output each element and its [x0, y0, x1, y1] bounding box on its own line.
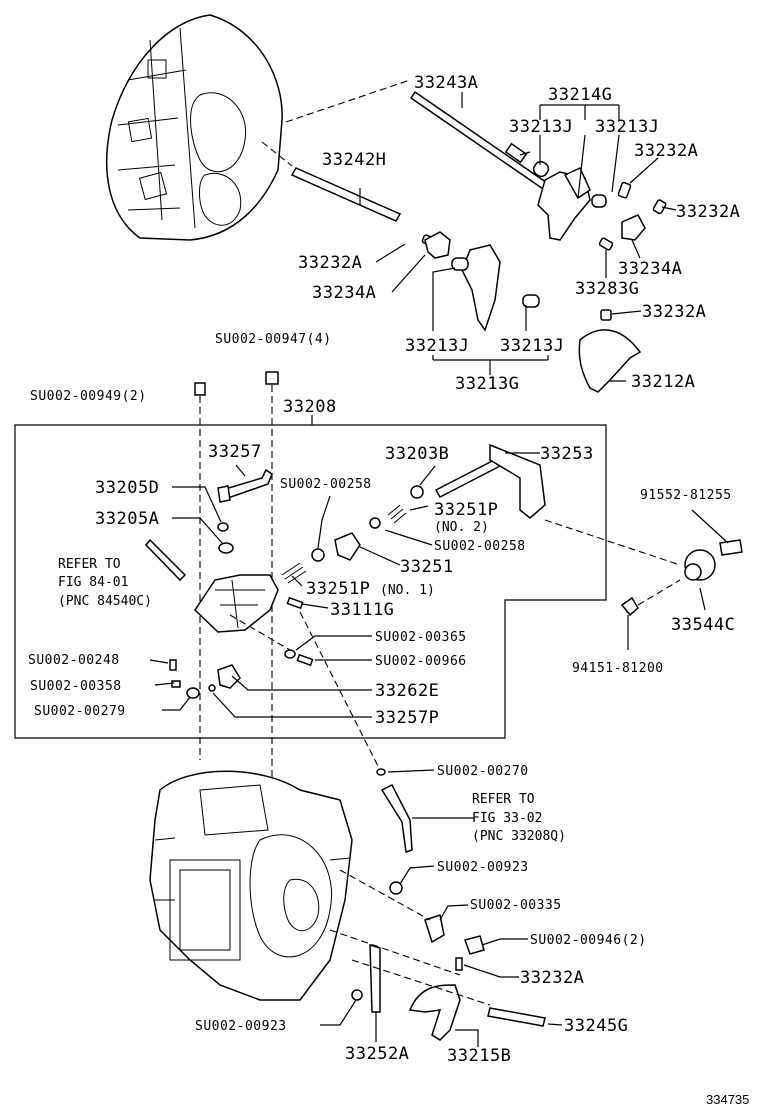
label-no2: (NO. 2) — [434, 520, 489, 535]
label-33232A: 33232A — [634, 141, 698, 161]
label-33111G: 33111G — [330, 600, 394, 620]
label-SU002-00258: SU002-00258 — [280, 477, 372, 492]
label-33213G: 33213G — [455, 374, 519, 394]
label-33232A: 33232A — [298, 253, 362, 273]
label-33262E: 33262E — [375, 681, 439, 701]
label-SU002-00248: SU002-00248 — [28, 653, 120, 668]
label-33208: 33208 — [283, 397, 337, 417]
label-SU002-00966: SU002-00966 — [375, 654, 467, 669]
refer-note-84-01-line1: REFER TO — [58, 557, 121, 572]
label-33205D: 33205D — [95, 478, 159, 498]
label-33257P: 33257P — [375, 708, 439, 728]
label-33245G: 33245G — [564, 1016, 628, 1036]
refer-note-84-01-line3: (PNC 84540C) — [58, 594, 152, 609]
mount-parts — [544, 509, 743, 650]
label-33232A: 33232A — [520, 968, 584, 988]
label-33257: 33257 — [208, 442, 262, 462]
label-SU002-00365: SU002-00365 — [375, 630, 467, 645]
label-SU002-00946: SU002-00946(2) — [530, 933, 647, 948]
label-SU002-00947: SU002-00947(4) — [215, 332, 332, 347]
label-33213J: 33213J — [595, 117, 659, 137]
refer-note-33-02-line1: REFER TO — [472, 792, 535, 807]
transmission-housing-top — [106, 14, 283, 241]
label-33251: 33251 — [400, 557, 454, 577]
label-33203B: 33203B — [385, 444, 449, 464]
label-33243A: 33243A — [414, 73, 478, 93]
label-33242H: 33242H — [322, 150, 386, 170]
refer-note-33-02-line3: (PNC 33208Q) — [472, 829, 566, 844]
label-33544C: 33544C — [671, 615, 735, 635]
label-33205A: 33205A — [95, 509, 159, 529]
label-SU002-00923: SU002-00923 — [195, 1019, 287, 1034]
refer-note-84-01-line2: FIG 84-01 — [58, 575, 128, 590]
label-SU002-00270: SU002-00270 — [437, 764, 529, 779]
bottom-leaders — [320, 769, 563, 1047]
transmission-case-bottom — [149, 770, 353, 1001]
part-labels: 33243A 33214G 33213J 33213J 33232A 33242… — [28, 73, 749, 1107]
label-SU002-00258: SU002-00258 — [434, 539, 526, 554]
retainer-parts — [145, 371, 546, 800]
label-33215B: 33215B — [447, 1046, 511, 1066]
label-33283G: 33283G — [575, 279, 639, 299]
label-SU002-00335: SU002-00335 — [470, 898, 562, 913]
label-33251P: 33251P — [306, 579, 370, 599]
retainer-assembly-box — [14, 415, 607, 739]
label-33232A: 33232A — [676, 202, 740, 222]
top-leaders — [261, 79, 677, 382]
label-SU002-00358: SU002-00358 — [30, 679, 122, 694]
label-91552-81255: 91552-81255 — [640, 488, 732, 503]
bottom-parts — [351, 768, 546, 1041]
label-33212A: 33212A — [631, 372, 695, 392]
label-33252A: 33252A — [345, 1044, 409, 1064]
label-33213J: 33213J — [500, 336, 564, 356]
label-33232A: 33232A — [642, 302, 706, 322]
figure-id: 334735 — [706, 1092, 749, 1107]
label-33213J: 33213J — [509, 117, 573, 137]
label-94151-81200: 94151-81200 — [572, 661, 664, 676]
label-33234A: 33234A — [312, 283, 376, 303]
label-no1: (NO. 1) — [380, 583, 435, 598]
label-SU002-00279: SU002-00279 — [34, 704, 126, 719]
refer-note-33-02-line2: FIG 33-02 — [472, 811, 542, 826]
label-33253: 33253 — [540, 444, 594, 464]
label-33234A: 33234A — [618, 259, 682, 279]
label-SU002-00949: SU002-00949(2) — [30, 389, 147, 404]
label-33251P: 33251P — [434, 500, 498, 520]
label-SU002-00923: SU002-00923 — [437, 860, 529, 875]
label-33214G: 33214G — [548, 85, 612, 105]
label-33213J: 33213J — [405, 336, 469, 356]
shift-forks-top — [421, 167, 667, 393]
retainer-leaders — [149, 452, 540, 771]
